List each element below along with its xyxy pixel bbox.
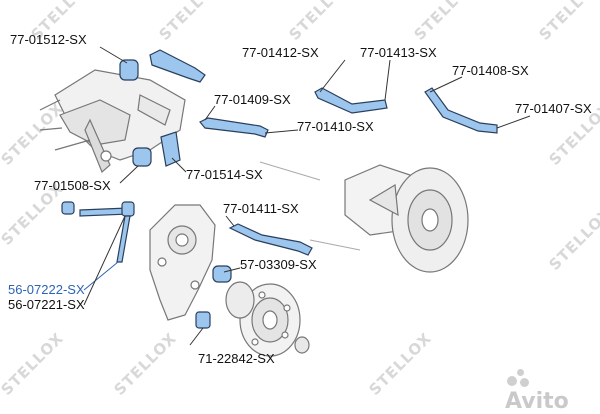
part-label-56-07222: 56-07222-SX	[8, 282, 85, 297]
hub-assembly-drawing	[344, 164, 469, 273]
part-label-56-07221: 56-07221-SX	[8, 297, 85, 312]
part-label-77-01407: 77-01407-SX	[515, 101, 592, 116]
arm-77-01409	[199, 117, 269, 138]
arm-77-01412	[314, 87, 388, 114]
part-label-77-01408: 77-01408-SX	[452, 63, 529, 78]
part-label-77-01410: 77-01410-SX	[297, 119, 374, 134]
part-label-77-01411: 77-01411-SX	[223, 201, 299, 216]
rod-56-07222	[116, 215, 131, 263]
blue-parts	[61, 49, 498, 329]
bushing-71-22842	[195, 311, 211, 329]
link-56-07222	[61, 201, 75, 215]
link-end	[121, 201, 135, 217]
axis-lines	[259, 161, 361, 251]
part-label-77-01514: 77-01514-SX	[186, 167, 263, 182]
part-label-77-01409: 77-01409-SX	[214, 92, 291, 107]
knuckle-drawing	[149, 204, 216, 321]
avito-text: Avito	[505, 389, 569, 414]
bushing-77-01514	[160, 131, 181, 167]
avito-logo: Avito	[505, 364, 600, 414]
part-label-77-01413: 77-01413-SX	[360, 45, 437, 60]
arm-77-01408	[424, 87, 498, 134]
part-label-77-01412: 77-01412-SX	[242, 45, 319, 60]
subframe-drawing	[39, 69, 186, 174]
hub-bearing-drawing	[225, 281, 310, 357]
part-label-71-22842: 71-22842-SX	[198, 351, 275, 366]
part-label-77-01512: 77-01512-SX	[10, 32, 87, 47]
arm-77-01411	[228, 223, 313, 256]
arm-77-01512	[149, 49, 206, 83]
avito-dots-icon	[505, 367, 531, 387]
part-label-57-03309: 57-03309-SX	[240, 257, 317, 272]
part-label-77-01508: 77-01508-SX	[34, 178, 111, 193]
leader-lines	[83, 46, 531, 346]
bushing-57-03309	[212, 265, 232, 283]
bushing-77-01512	[119, 59, 139, 81]
parts-diagram-svg	[39, 46, 531, 357]
bushing-77-01508	[132, 147, 152, 167]
